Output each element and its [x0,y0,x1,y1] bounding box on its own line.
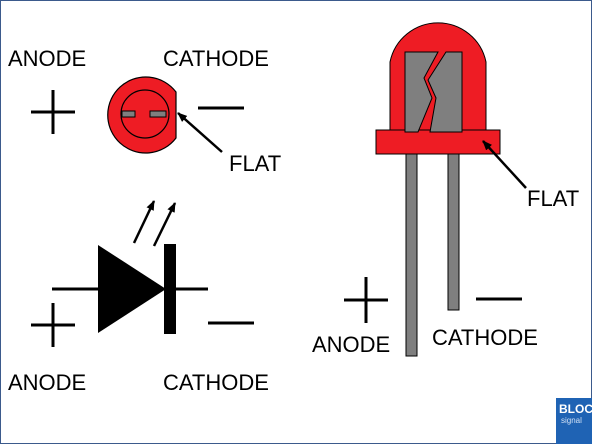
top-plus-sign [31,90,75,134]
led-top-cathode-pad [149,110,167,118]
symbol-triangle [98,245,166,333]
led-top-inner-ring [120,89,170,139]
led-top-view [31,76,244,154]
top-flat-arrow [177,112,223,153]
led-anode-post [404,51,439,133]
led-anode-lead [405,153,418,357]
led-flat-label: FLAT [527,186,580,211]
symbol-cathode-label: CATHODE [163,370,269,395]
block-signal-logo: BLOCK signal [556,398,592,444]
top-cathode-label: CATHODE [163,46,269,71]
side-flat-arrow [482,140,527,189]
symbol-anode-label: ANODE [8,370,87,395]
led-top-anode-pad [121,110,136,118]
top-anode-label: ANODE [8,46,87,71]
led-side-view [344,22,527,357]
led-base-rim [375,129,501,155]
led-cathode-anvil [427,51,463,133]
led-cathode-label: CATHODE [432,325,538,350]
side-plus-sign [344,277,388,323]
light-arrow-2 [152,202,177,247]
logo-text: BLOCK [559,402,592,416]
led-schematic-symbol [31,200,254,347]
top-flat-label: FLAT [229,151,282,176]
light-arrow-1 [132,200,156,244]
led-cathode-lead [447,153,460,311]
led-anode-label: ANODE [312,332,391,357]
symbol-cathode-bar [164,244,176,334]
symbol-plus-sign [31,303,75,347]
logo-subtext: signal [561,416,582,425]
